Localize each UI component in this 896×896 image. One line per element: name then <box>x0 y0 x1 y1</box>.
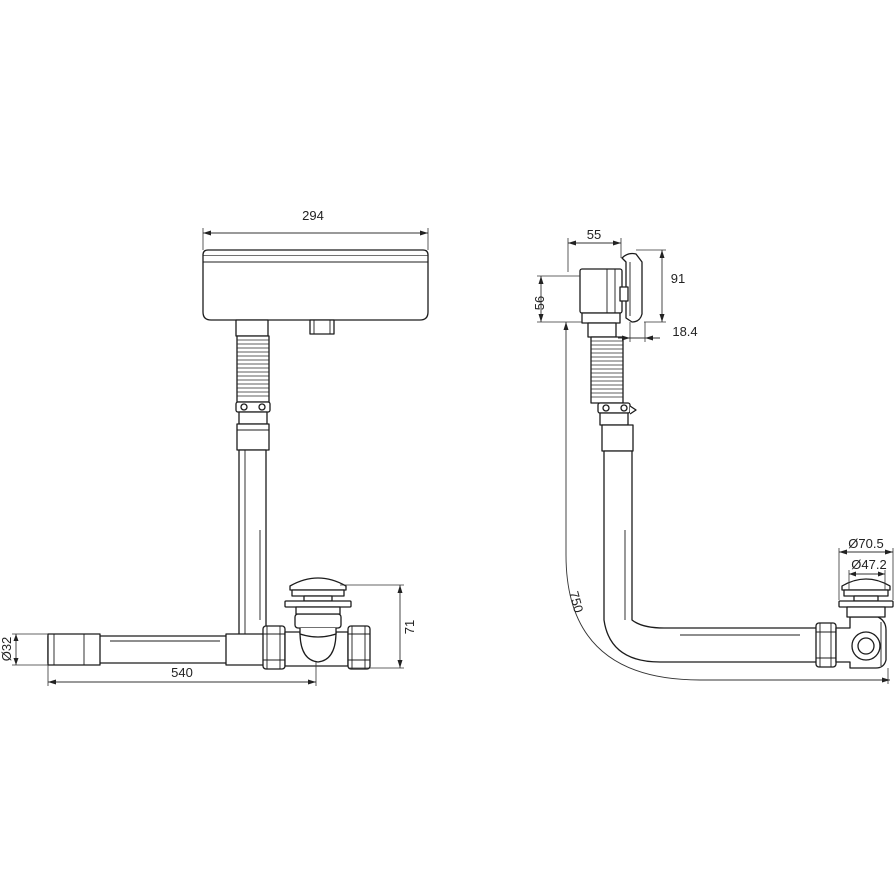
dimension-offset <box>537 275 582 323</box>
dimension-depth <box>567 238 622 272</box>
pipe-diameter-label: Ø32 <box>0 637 14 662</box>
plug-waste <box>284 577 352 615</box>
dimension-thickness <box>618 322 660 342</box>
height-label: 71 <box>402 620 417 634</box>
dimension-pipe-diameter <box>12 633 48 666</box>
dimension-outer-diameter <box>838 548 894 600</box>
side-view: 55 91 56 18.4 <box>532 227 894 684</box>
dimension-pipe-length <box>563 322 890 684</box>
side-height-label: 91 <box>671 271 685 286</box>
outer-diameter-label: Ø70.5 <box>848 536 883 551</box>
dimension-length <box>47 662 317 686</box>
flexible-hose <box>235 335 271 451</box>
depth-label: 55 <box>587 227 601 242</box>
vertical-pipe <box>238 449 267 636</box>
dimension-width <box>202 228 429 250</box>
overflow-head-box <box>202 249 429 337</box>
waste-fitting-side <box>815 616 887 669</box>
pipe-length-label: 750 <box>566 589 586 614</box>
width-label: 294 <box>302 208 324 223</box>
overflow-head-side <box>579 252 643 338</box>
inner-diameter-label: Ø47.2 <box>851 557 886 572</box>
waste-fitting <box>262 613 371 670</box>
plug-waste-side <box>838 578 894 618</box>
bent-pipe <box>603 450 819 663</box>
length-label: 540 <box>171 665 193 680</box>
offset-label: 56 <box>532 296 547 310</box>
flexible-hose-side <box>590 336 637 452</box>
horizontal-pipe <box>47 633 265 666</box>
dimension-side-height <box>636 249 666 323</box>
dimension-height <box>340 584 404 669</box>
dimension-inner-diameter <box>848 570 886 590</box>
thickness-label: 18.4 <box>672 324 697 339</box>
front-view: 294 540 71 Ø32 <box>0 208 429 686</box>
